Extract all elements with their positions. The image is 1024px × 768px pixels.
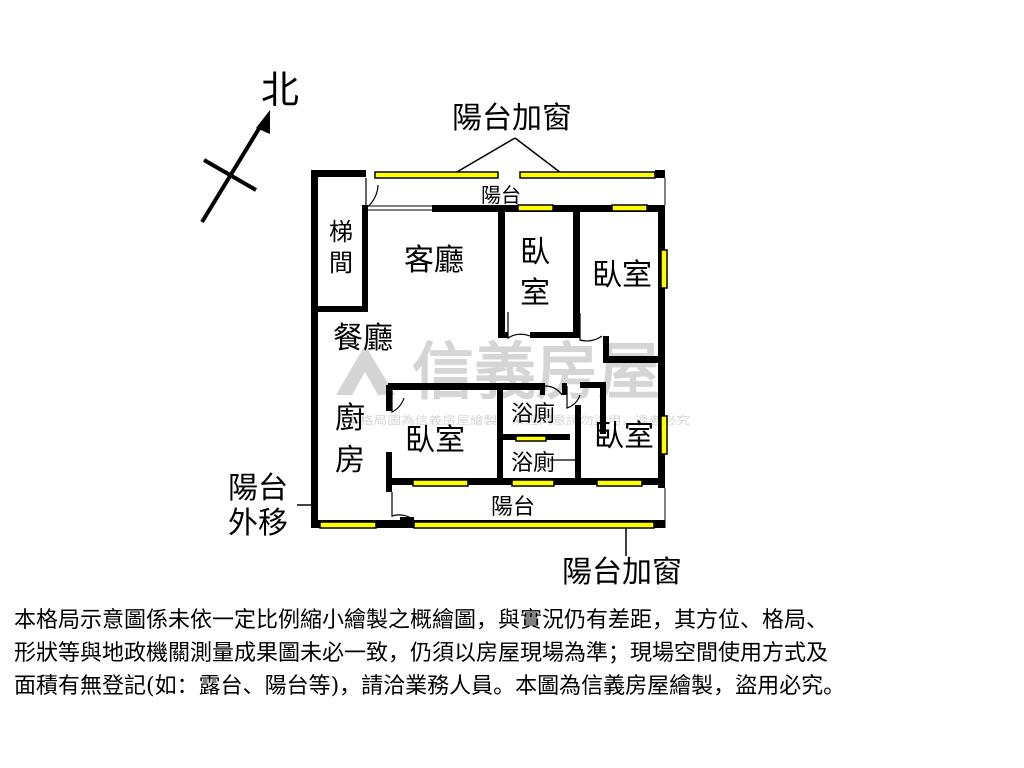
dining-room-label: 餐廳 [333,321,393,356]
window-bedroom-d [596,479,643,487]
door-bedroom-b [579,313,603,342]
disclaimer-line-1: 本格局示意圖係未依一定比例縮小繪製之概繪圖，與實況仍有差距，其方位、格局、 [14,608,829,633]
bedroom-a-label-line1: 臥 [520,235,550,270]
living-room-label: 客廳 [404,243,464,278]
window-bathroom-2 [511,479,555,487]
watermark: 信義房屋 本格局圖為信義房屋繪製，未經同意請勿盜用，違者必究 [336,335,690,427]
window-bedroom-a [517,204,554,212]
kitchen-label-line1: 廚 [335,401,365,436]
disclaimer: 本格局示意圖係未依一定比例縮小繪製之概繪圖，與實況仍有差距，其方位、格局、 形狀… [14,604,1010,703]
door-bathroom-1 [544,385,563,396]
door-bedroom-c [391,388,405,413]
watermark-brand: 信義房屋 [412,335,660,408]
door-kitchen [391,492,415,521]
disclaimer-line-2: 形狀等與地政機關測量成果圖未必一致，仍須以房屋現場為準；現場空間使用方式及 [14,641,829,666]
balcony-top-label: 陽台 [481,183,521,207]
balcony-moved-label-line1: 陽台 [228,471,288,506]
door-bathroom-2 [566,386,581,409]
top-callout-leaders [449,137,566,177]
sliding-door [368,205,432,211]
windows [319,171,668,529]
window-bedroom-c [412,479,469,487]
stairs-label-line2: 間 [329,249,353,277]
disclaimer-line-3: 面積有無登記(如：露台、陽台等)，請洽業務人員。本圖為信義房屋繪製，盜用必究。 [14,674,846,699]
top-balcony-window-callout: 陽台加窗 [452,101,572,136]
window-bedroom-b-top [611,204,648,212]
window-bedroom-b-side [660,249,668,289]
door-stair-top [365,178,379,210]
north-label: 北 [261,68,299,112]
bathroom-2-label: 浴廁 [511,451,555,476]
window-bottom-2 [413,521,655,529]
window-top-2 [519,171,656,179]
kitchen-label-line2: 房 [335,443,365,478]
balcony-bottom-label: 陽台 [491,495,535,520]
door-swings [365,178,603,521]
bottom-balcony-window-callout: 陽台加窗 [562,555,682,590]
floor-plan: 北 陽台加窗 信義房屋 本格局圖為信義房屋繪製，未經同意請勿盜用，違者必究 [200,68,690,590]
door-bedroom-a [507,312,531,340]
window-bedroom-d-side [660,415,668,455]
stairs-label-line1: 梯 [329,218,353,246]
window-bathroom [515,435,547,442]
bathroom-1-label: 浴廁 [511,402,555,427]
bedroom-b-label: 臥室 [592,258,652,293]
north-compass [200,110,270,224]
window-bottom-1 [319,521,377,529]
bedroom-c-label: 臥室 [405,423,465,458]
balcony-moved-label-line2: 外移 [228,506,288,541]
window-top-1 [374,171,499,179]
bedroom-a-label-line2: 室 [520,276,550,311]
bedroom-d-label: 臥室 [594,419,654,454]
watermark-logo-icon [336,345,395,395]
